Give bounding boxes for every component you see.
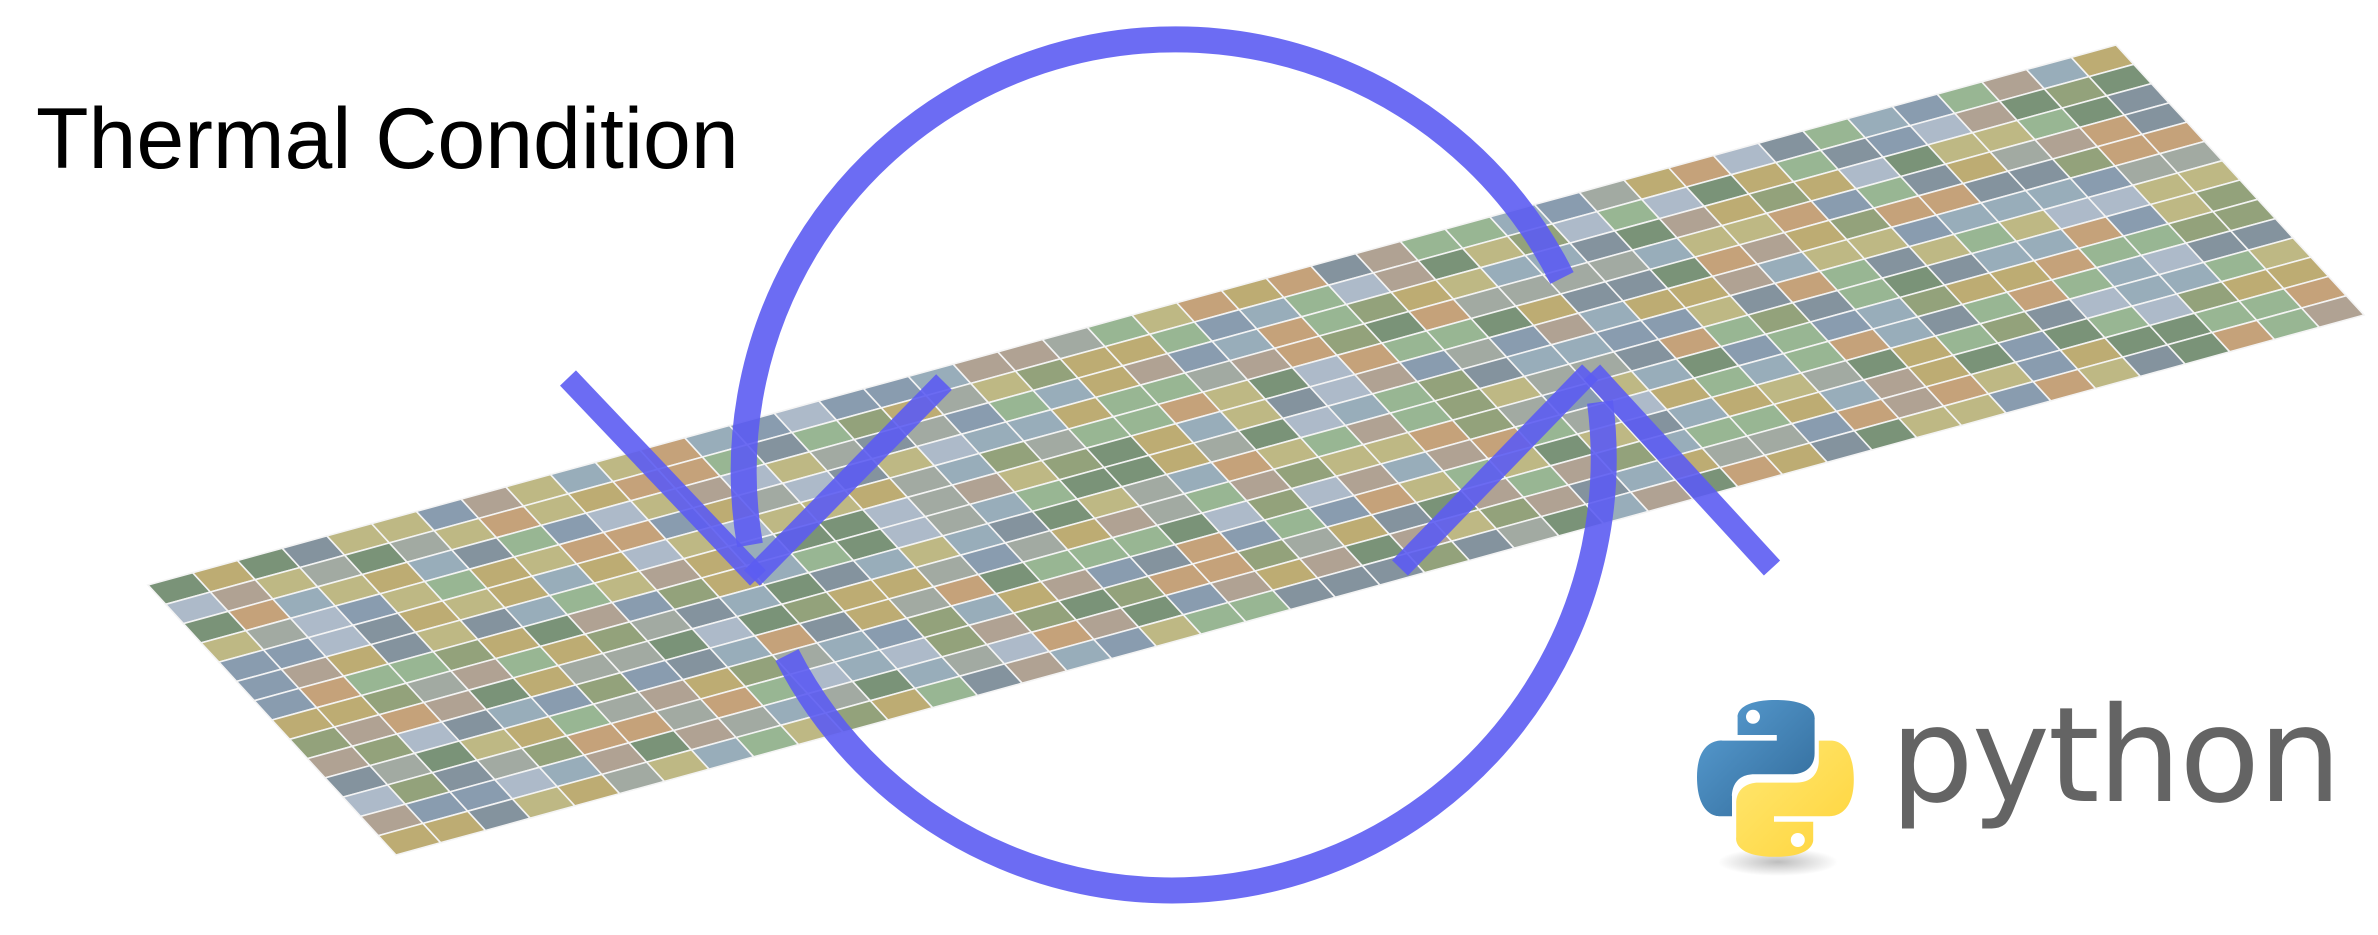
thermal-cycle-arrows: [560, 26, 1781, 904]
upper-cycle-arrow: [560, 26, 1574, 586]
diagram-title: Thermal Condition: [36, 91, 739, 187]
python-logo-icon: [1697, 700, 1854, 876]
lower-cycle-arrow: [775, 364, 1781, 904]
mesh-element: [2300, 294, 2366, 329]
python-wordmark: python: [1890, 679, 2342, 833]
